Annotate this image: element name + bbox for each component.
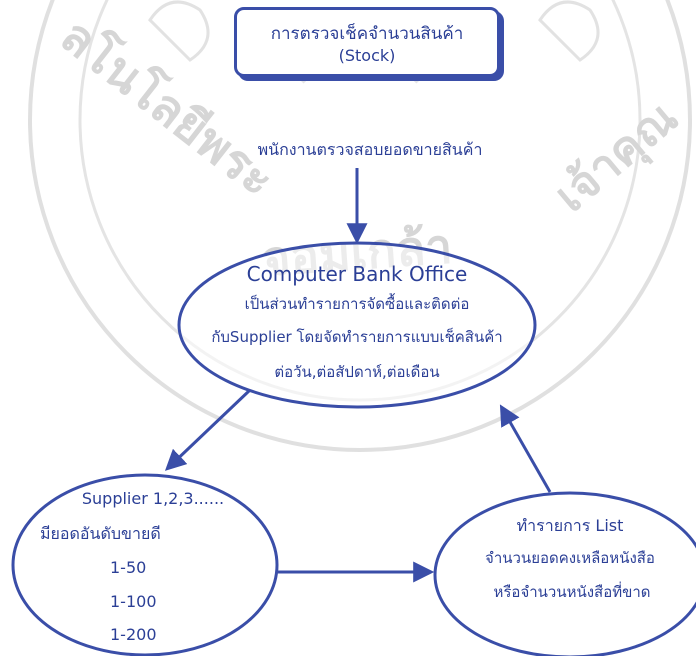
supplier-item-3: 1-200 [110, 625, 157, 644]
supplier-item-1: 1-50 [110, 558, 147, 577]
list-line1: จำนวนยอดคงเหลือหนังสือ [485, 549, 655, 567]
supplier-title: Supplier 1,2,3...... [81, 489, 225, 508]
stock-check-box [234, 7, 500, 77]
supplier-ellipse [11, 473, 279, 656]
back-office-line1: เป็นส่วนทำรายการจัดซื้อและติดต่อ [244, 295, 470, 313]
back-office-title: Computer Bank Office [246, 262, 468, 286]
list-line2: หรือจำนวนหนังสือที่ขาด [493, 583, 651, 601]
staff-check-label: พนักงานตรวจสอบยอดขายสินค้า [257, 140, 483, 159]
arrow-list-to-office [499, 404, 552, 493]
stock-check-line2: (Stock) [338, 46, 396, 65]
back-office-line2: กับSupplier โดยจัดทำรายการแบบเช็คสินค้า [211, 328, 503, 346]
list-ellipse [433, 491, 696, 656]
supplier-line1: มียอดอันดับขายดี [40, 524, 161, 543]
list-title: ทำรายการ List [516, 516, 624, 535]
arrow-office-to-supplier [164, 388, 252, 471]
supplier-item-2: 1-100 [110, 592, 157, 611]
back-office-line3: ต่อวัน,ต่อสัปดาห์,ต่อเดือน [274, 363, 440, 381]
stock-check-line1: การตรวจเช็คจำนวนสินค้า [270, 24, 464, 44]
